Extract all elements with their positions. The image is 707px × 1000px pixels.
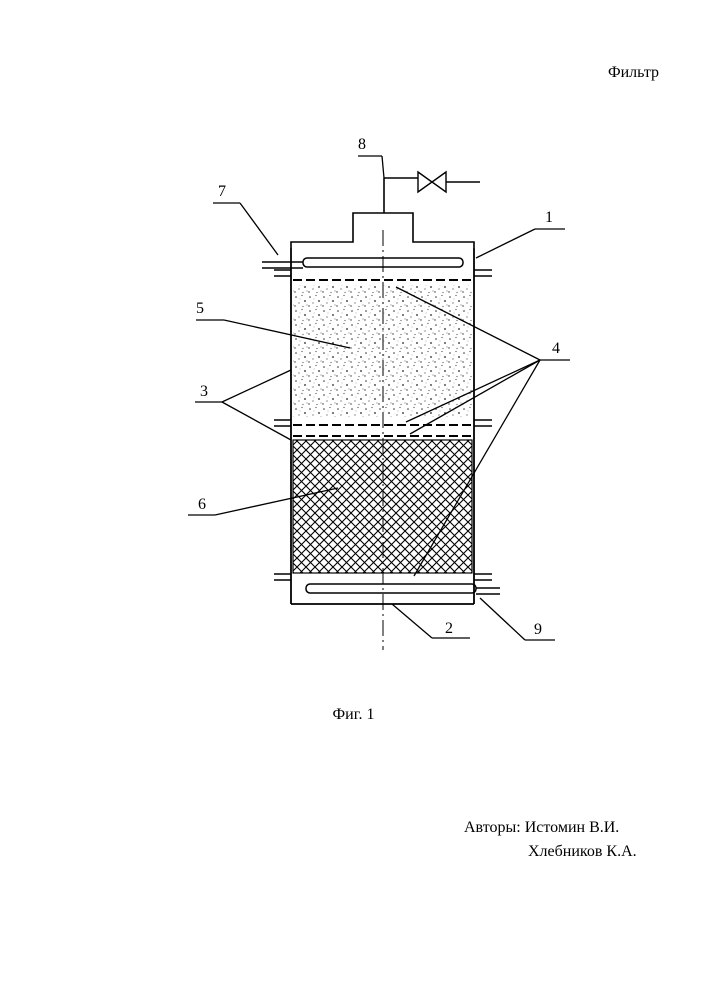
label-4: 4 (552, 340, 560, 357)
authors-block: Авторы: Истомин В.И. Хлебников К.А. (464, 816, 637, 864)
authors-line-2: Хлебников К.А. (464, 840, 637, 864)
label-8: 8 (358, 136, 366, 153)
valve-icon (418, 172, 446, 192)
label-7: 7 (218, 183, 226, 200)
outlet-pipe-with-valve (384, 178, 480, 213)
label-3: 3 (200, 383, 208, 400)
bottom-collector-pipe (306, 584, 500, 594)
label-5: 5 (196, 300, 204, 317)
label-2: 2 (445, 620, 453, 637)
label-9: 9 (534, 621, 542, 638)
label-6: 6 (198, 496, 206, 513)
top-distributor-pipe (262, 258, 463, 268)
label-1: 1 (545, 209, 553, 226)
figure-caption: Фиг. 1 (0, 706, 707, 724)
authors-line-1: Авторы: Истомин В.И. (464, 816, 637, 840)
